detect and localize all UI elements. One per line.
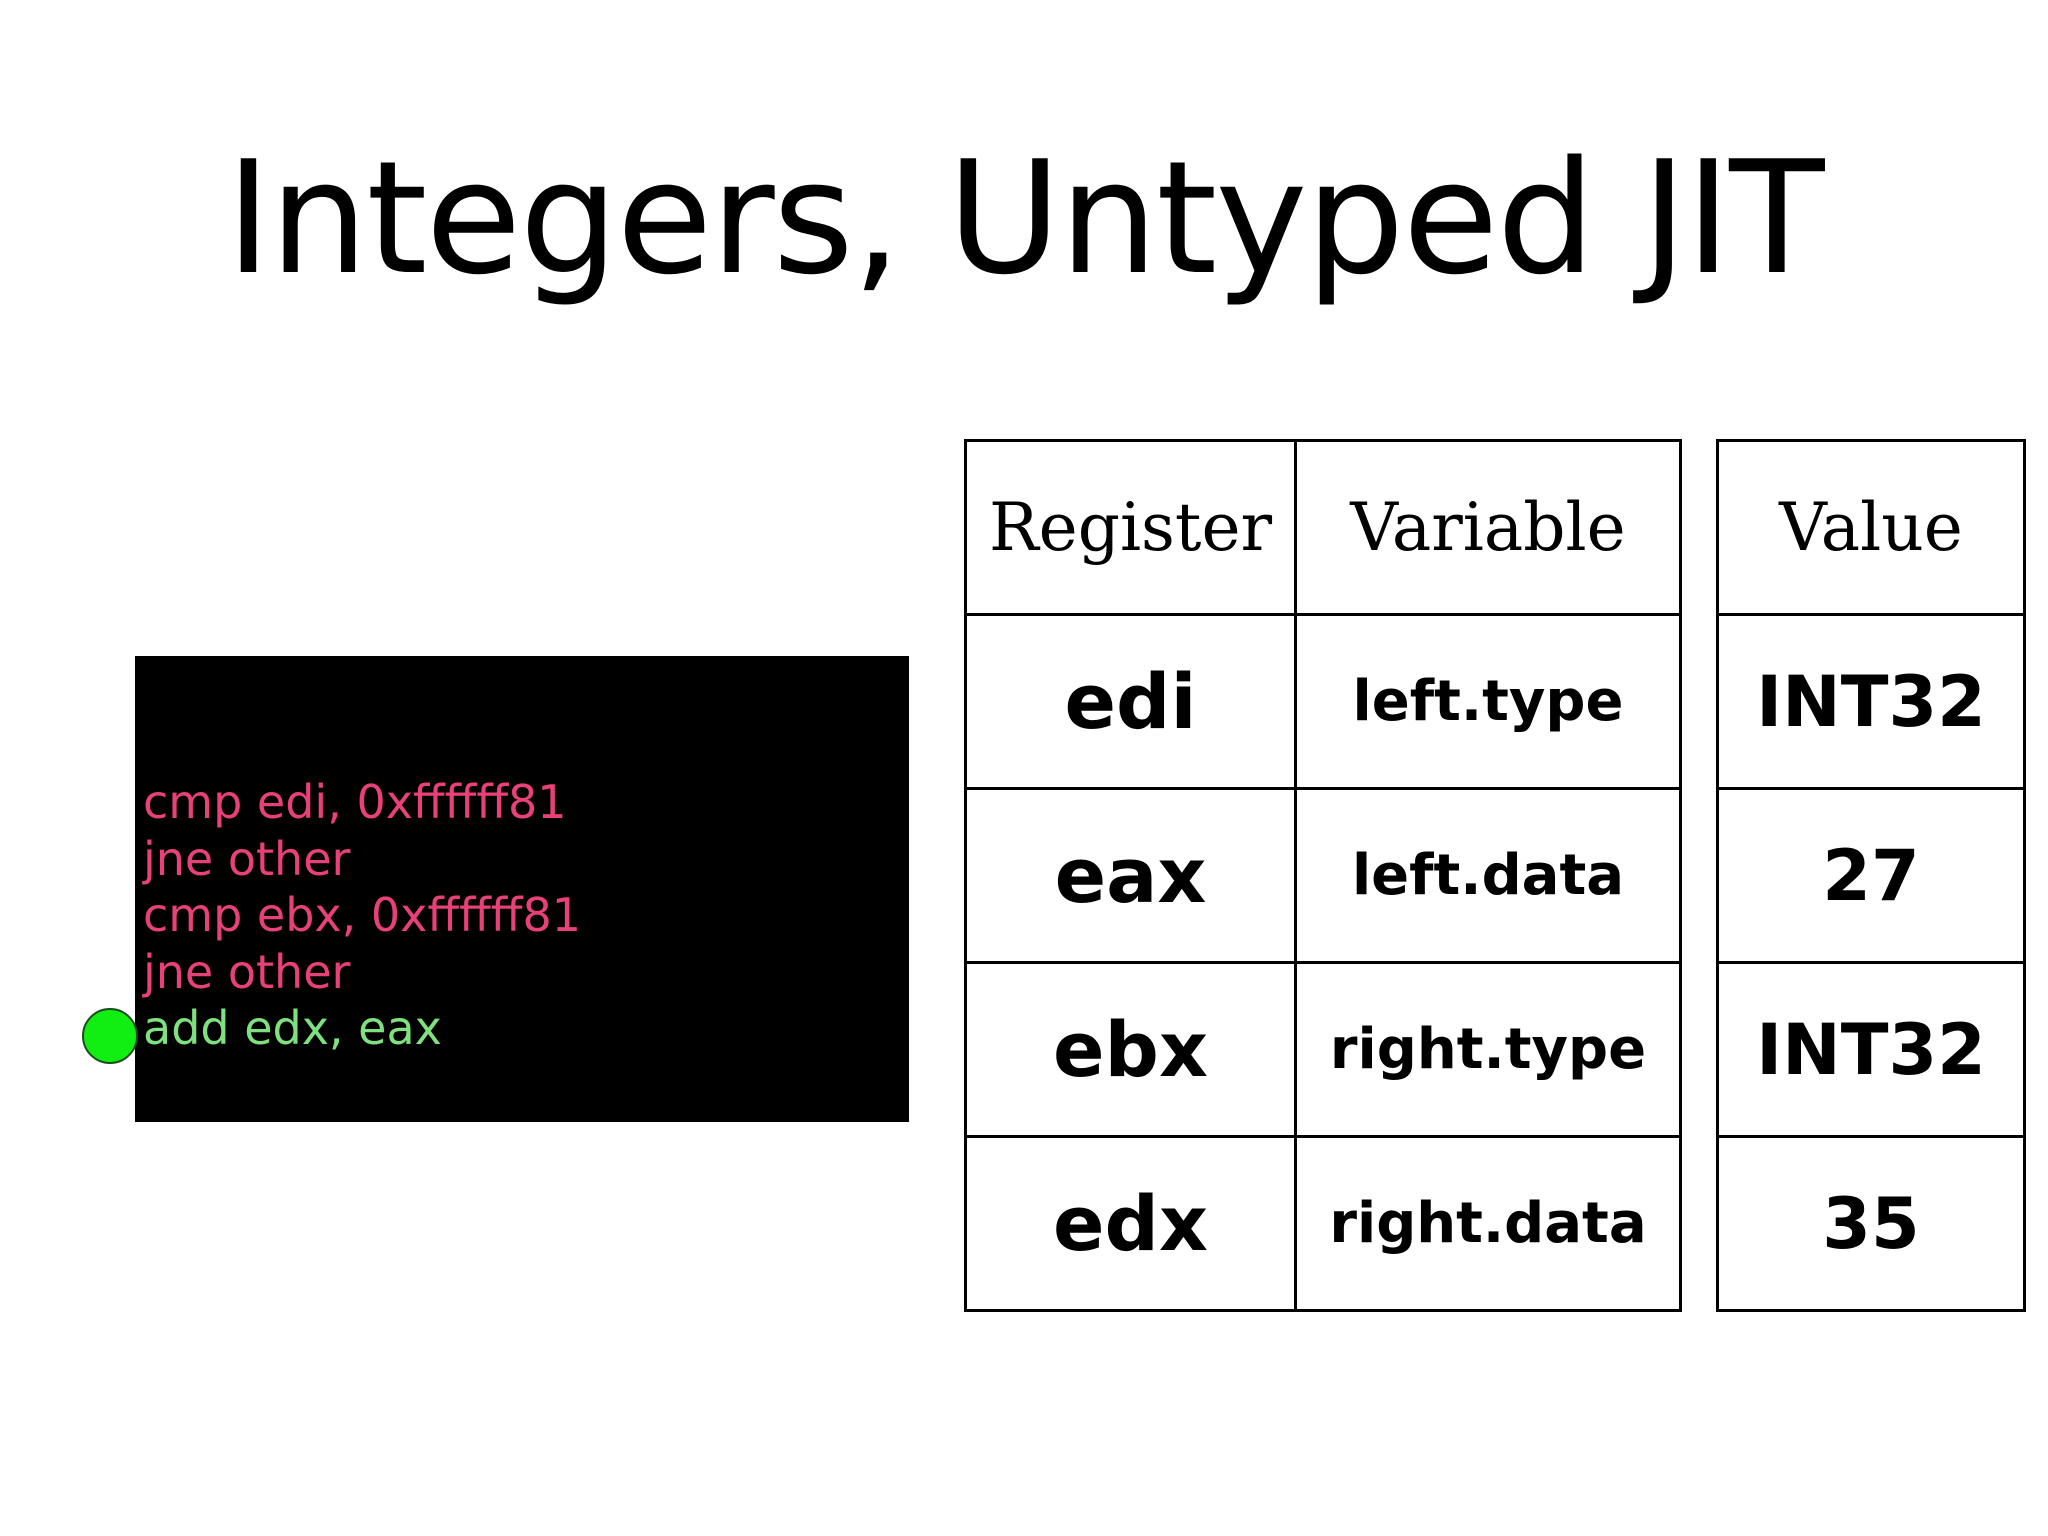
code-line: cmp ebx, 0xffffff81 [143, 888, 581, 942]
value-cell: 27 [1716, 787, 2026, 964]
register-table-header-row: Register Variable [964, 439, 1682, 616]
code-panel: cmp edi, 0xffffff81 jne other cmp ebx, 0… [135, 656, 909, 1122]
variable-cell: left.type [1294, 613, 1682, 790]
code-line-current: add edx, eax [143, 1001, 442, 1055]
table-row: edx right.data [964, 1135, 1682, 1312]
register-column-header: Register [964, 439, 1297, 616]
register-cell: edi [964, 613, 1297, 790]
table-row: INT32 [1716, 961, 2026, 1138]
table-row: INT32 [1716, 613, 2026, 790]
value-column-header: Value [1716, 439, 2026, 616]
current-line-marker [82, 1008, 138, 1064]
code-listing: cmp edi, 0xffffff81 jne other cmp ebx, 0… [143, 774, 581, 1057]
variable-cell: right.data [1294, 1135, 1682, 1312]
value-cell: 35 [1716, 1135, 2026, 1312]
variable-cell: left.data [1294, 787, 1682, 964]
variable-cell: right.type [1294, 961, 1682, 1138]
value-cell: INT32 [1716, 961, 2026, 1138]
register-table: Register Variable edi left.type eax left… [964, 439, 1682, 1312]
value-table-header-row: Value [1716, 439, 2026, 616]
variable-column-header: Variable [1294, 439, 1682, 616]
table-row: eax left.data [964, 787, 1682, 964]
code-line: cmp edi, 0xffffff81 [143, 775, 567, 829]
table-row: edi left.type [964, 613, 1682, 790]
table-row: 27 [1716, 787, 2026, 964]
code-line: jne other [143, 831, 351, 886]
slide-title: Integers, Untyped JIT [225, 127, 1824, 309]
code-line: jne other [143, 944, 351, 999]
register-cell: eax [964, 787, 1297, 964]
table-row: ebx right.type [964, 961, 1682, 1138]
value-cell: INT32 [1716, 613, 2026, 790]
table-row: 35 [1716, 1135, 2026, 1312]
register-cell: ebx [964, 961, 1297, 1138]
value-table: Value INT32 27 INT32 35 [1716, 439, 2026, 1312]
register-cell: edx [964, 1135, 1297, 1312]
